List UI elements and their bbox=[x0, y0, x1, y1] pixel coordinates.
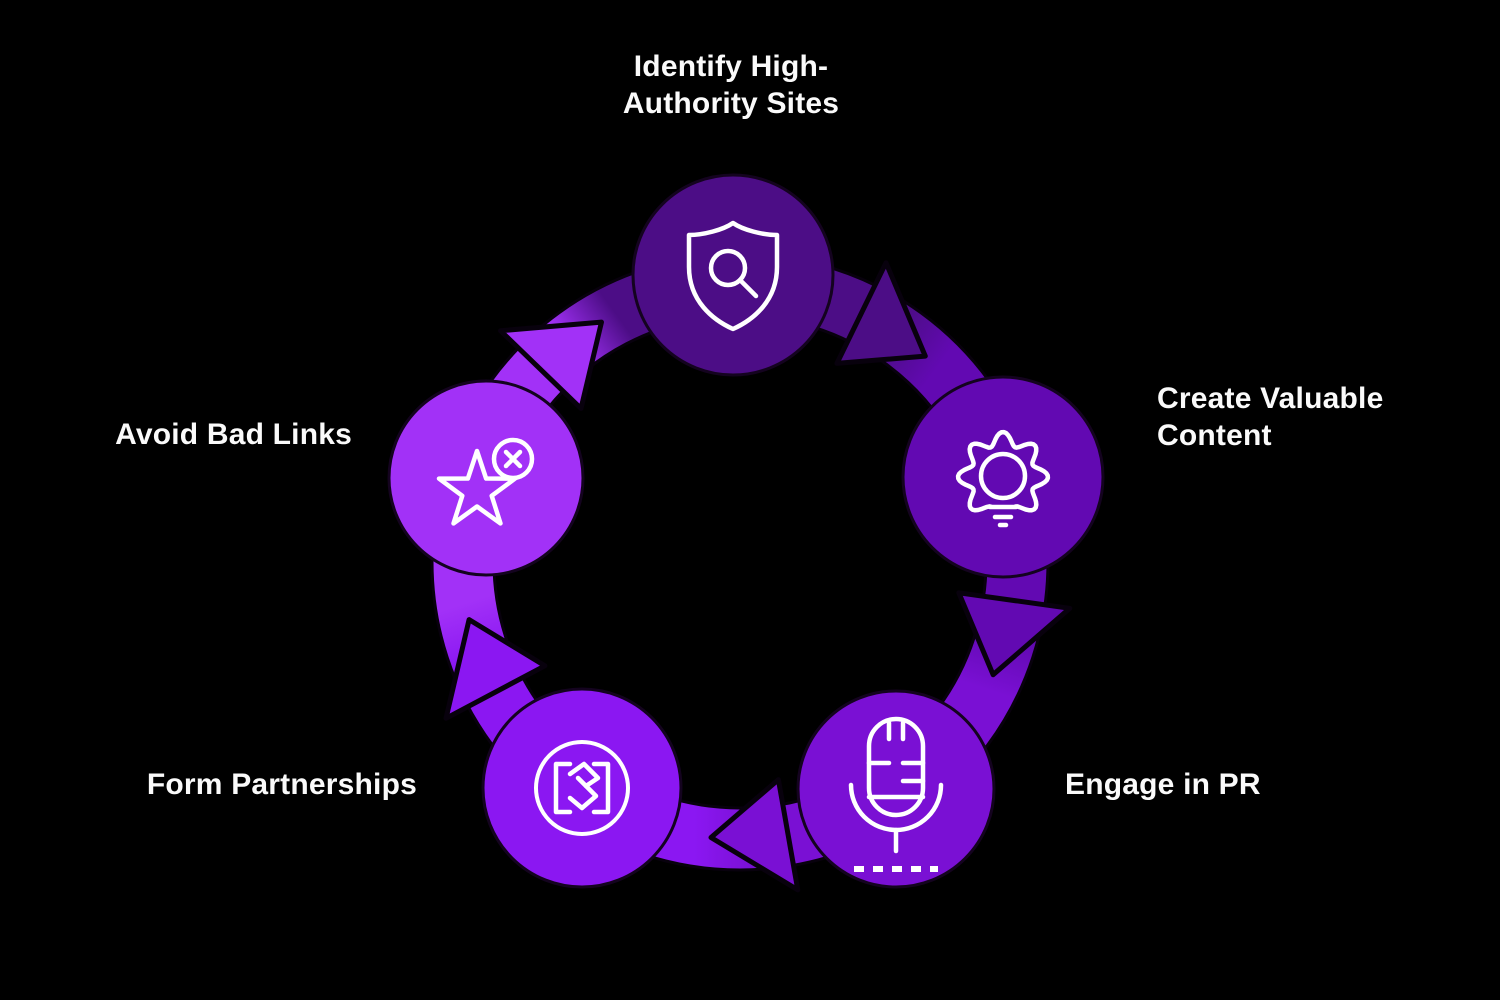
gear-lightbulb-icon bbox=[955, 429, 1051, 528]
arrowhead-form-partnerships-to-avoid-bad-links bbox=[443, 617, 548, 721]
node-label-avoid-bad-links: Avoid Bad Links bbox=[52, 416, 352, 453]
node-label-identify-high-authority-sites: Identify High- Authority Sites bbox=[531, 48, 931, 122]
node-label-line: Create Valuable bbox=[1157, 382, 1384, 415]
node-circle-form-partnerships bbox=[481, 687, 683, 889]
microphone-icon bbox=[848, 716, 944, 872]
shield-search-icon bbox=[686, 220, 780, 332]
node-label-line: Avoid Bad Links bbox=[115, 418, 352, 451]
node-label-line: Engage in PR bbox=[1065, 768, 1261, 801]
arrowhead-create-valuable-content-to-engage-in-pr bbox=[956, 590, 1073, 678]
node-label-line: Form Partnerships bbox=[146, 768, 417, 801]
node-circle-engage-in-pr bbox=[796, 689, 996, 889]
node-label-form-partnerships: Form Partnerships bbox=[117, 766, 417, 803]
arrowhead-engage-in-pr-to-form-partnerships bbox=[708, 777, 801, 893]
node-label-line: Content bbox=[1157, 419, 1272, 452]
node-label-line: Authority Sites bbox=[622, 87, 840, 120]
node-label-line: Identify High- bbox=[633, 50, 829, 83]
node-circle-identify-high-authority-sites bbox=[631, 173, 835, 377]
node-label-engage-in-pr: Engage in PR bbox=[1065, 766, 1385, 803]
arrowhead-identify-high-authority-sites-to-create-valuable-content bbox=[834, 260, 928, 366]
arrowhead-avoid-bad-links-to-identify-high-authority-sites bbox=[498, 319, 604, 411]
node-circle-create-valuable-content bbox=[901, 375, 1105, 579]
star-cross-icon bbox=[436, 437, 535, 526]
handshake-icon bbox=[534, 740, 630, 836]
